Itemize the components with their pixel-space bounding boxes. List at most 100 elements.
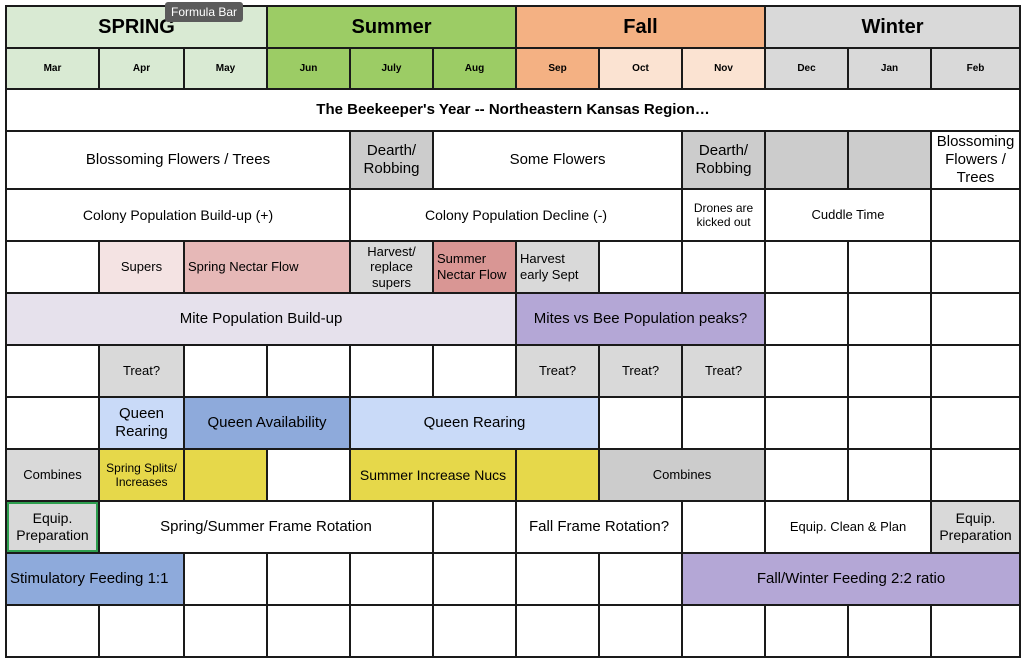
empty-cell[interactable] xyxy=(764,448,850,502)
season-summer-cell[interactable]: Summer xyxy=(265,5,518,49)
harvest-replace-supers-cell[interactable]: Harvest/ replace supers xyxy=(349,240,434,294)
season-fall-cell[interactable]: Fall xyxy=(515,5,767,49)
treat-cell[interactable]: Treat? xyxy=(681,344,767,398)
combines-cell[interactable]: Combines xyxy=(5,448,100,502)
supers-cell[interactable]: Supers xyxy=(98,240,185,294)
equip-clean-plan-cell[interactable]: Equip. Clean & Plan xyxy=(764,500,933,554)
empty-cell[interactable] xyxy=(266,604,351,658)
empty-cell[interactable] xyxy=(930,292,1022,346)
empty-cell[interactable] xyxy=(930,240,1022,294)
empty-cell[interactable] xyxy=(431,344,518,398)
empty-cell[interactable] xyxy=(847,396,933,450)
month-cell[interactable]: July xyxy=(349,47,434,90)
empty-cell[interactable] xyxy=(598,552,684,606)
population-buildup-cell[interactable]: Colony Population Build-up (+) xyxy=(5,188,351,242)
treat-cell[interactable]: Treat? xyxy=(98,344,185,398)
empty-cell[interactable] xyxy=(5,396,100,450)
empty-cell[interactable] xyxy=(930,396,1022,450)
some-flowers-cell[interactable]: Some Flowers xyxy=(431,130,684,190)
empty-cell[interactable] xyxy=(183,344,268,398)
blossoming-flowers-cell[interactable]: Blossoming Flowers / Trees xyxy=(5,130,351,190)
month-cell[interactable]: Jan xyxy=(847,47,933,90)
empty-cell[interactable] xyxy=(431,604,518,658)
empty-cell[interactable] xyxy=(98,604,185,658)
season-winter-cell[interactable]: Winter xyxy=(764,5,1022,49)
empty-cell[interactable] xyxy=(847,240,933,294)
month-cell[interactable]: Apr xyxy=(98,47,185,90)
empty-cell[interactable] xyxy=(847,604,933,658)
empty-cell[interactable] xyxy=(349,604,434,658)
population-decline-cell[interactable]: Colony Population Decline (-) xyxy=(348,188,684,242)
empty-cell[interactable] xyxy=(764,130,850,190)
empty-cell[interactable] xyxy=(431,500,518,554)
empty-cell[interactable] xyxy=(5,240,100,294)
cuddle-time-cell[interactable]: Cuddle Time xyxy=(764,188,933,242)
fall-winter-feeding-cell[interactable]: Fall/Winter Feeding 2:2 ratio xyxy=(681,552,1022,606)
month-cell[interactable]: Feb xyxy=(930,47,1022,90)
month-cell[interactable]: Nov xyxy=(681,47,767,90)
empty-cell[interactable] xyxy=(764,344,850,398)
empty-cell[interactable] xyxy=(681,240,767,294)
empty-cell[interactable] xyxy=(598,604,684,658)
empty-cell[interactable] xyxy=(764,396,850,450)
queen-availability-cell[interactable]: Queen Availability xyxy=(183,396,351,450)
spring-nectar-flow-cell[interactable]: Spring Nectar Flow xyxy=(183,240,351,294)
empty-cell[interactable] xyxy=(431,552,518,606)
month-cell[interactable]: Jun xyxy=(266,47,351,90)
calendar-title-cell[interactable]: The Beekeeper's Year -- Northeastern Kan… xyxy=(4,88,1022,132)
month-cell[interactable]: Dec xyxy=(764,47,850,90)
empty-cell[interactable] xyxy=(266,344,351,398)
fall-frame-rotation-cell[interactable]: Fall Frame Rotation? xyxy=(515,500,684,554)
empty-cell[interactable] xyxy=(183,552,268,606)
empty-cell[interactable] xyxy=(847,448,933,502)
month-cell[interactable]: Mar xyxy=(5,47,100,90)
harvest-early-sept-cell[interactable]: Harvest early Sept xyxy=(515,240,601,294)
stimulatory-feeding-cell[interactable]: Stimulatory Feeding 1:1 xyxy=(5,552,185,606)
spring-splits-cell[interactable]: Spring Splits/ Increases xyxy=(98,448,185,502)
empty-cell[interactable] xyxy=(764,240,850,294)
empty-cell[interactable] xyxy=(266,448,351,502)
month-cell[interactable]: Oct xyxy=(598,47,684,90)
month-cell[interactable]: May xyxy=(183,47,268,90)
empty-cell[interactable] xyxy=(764,292,850,346)
empty-cell[interactable] xyxy=(5,604,100,658)
summer-increase-nucs-cell[interactable]: Summer Increase Nucs xyxy=(348,448,518,502)
treat-cell[interactable]: Treat? xyxy=(515,344,601,398)
empty-cell[interactable] xyxy=(681,500,767,554)
month-cell[interactable]: Aug xyxy=(431,47,518,90)
empty-cell[interactable] xyxy=(930,188,1022,242)
treat-cell[interactable]: Treat? xyxy=(598,344,684,398)
empty-cell[interactable] xyxy=(847,130,933,190)
queen-rearing-cell[interactable]: Queen Rearing xyxy=(348,396,601,450)
empty-cell[interactable] xyxy=(5,344,100,398)
empty-cell[interactable] xyxy=(183,448,268,502)
dearth-robbing-cell[interactable]: Dearth/ Robbing xyxy=(349,130,434,190)
empty-cell[interactable] xyxy=(764,604,850,658)
dearth-robbing-cell[interactable]: Dearth/ Robbing xyxy=(681,130,767,190)
frame-rotation-cell[interactable]: Spring/Summer Frame Rotation xyxy=(98,500,434,554)
empty-cell[interactable] xyxy=(598,396,684,450)
empty-cell[interactable] xyxy=(847,292,933,346)
empty-cell[interactable] xyxy=(930,604,1022,658)
equip-preparation-cell[interactable]: Equip. Preparation xyxy=(5,500,100,554)
empty-cell[interactable] xyxy=(847,344,933,398)
summer-nectar-flow-cell[interactable]: Summer Nectar Flow xyxy=(431,240,518,294)
empty-cell[interactable] xyxy=(681,396,767,450)
combines-cell[interactable]: Combines xyxy=(598,448,767,502)
empty-cell[interactable] xyxy=(266,552,351,606)
month-cell[interactable]: Sep xyxy=(515,47,601,90)
blossoming-flowers-feb-cell[interactable]: Blossoming Flowers / Trees xyxy=(930,130,1022,190)
empty-cell[interactable] xyxy=(930,448,1022,502)
empty-cell[interactable] xyxy=(515,604,601,658)
mite-buildup-cell[interactable]: Mite Population Build-up xyxy=(4,292,518,346)
queen-rearing-cell[interactable]: Queen Rearing xyxy=(98,396,185,450)
empty-cell[interactable] xyxy=(349,552,434,606)
empty-cell[interactable] xyxy=(681,604,767,658)
mites-vs-bees-cell[interactable]: Mites vs Bee Population peaks? xyxy=(515,292,767,346)
equip-preparation-cell[interactable]: Equip. Preparation xyxy=(930,500,1022,554)
empty-cell[interactable] xyxy=(930,344,1022,398)
empty-cell[interactable] xyxy=(515,552,601,606)
empty-cell[interactable] xyxy=(515,448,601,502)
empty-cell[interactable] xyxy=(598,240,684,294)
empty-cell[interactable] xyxy=(183,604,268,658)
